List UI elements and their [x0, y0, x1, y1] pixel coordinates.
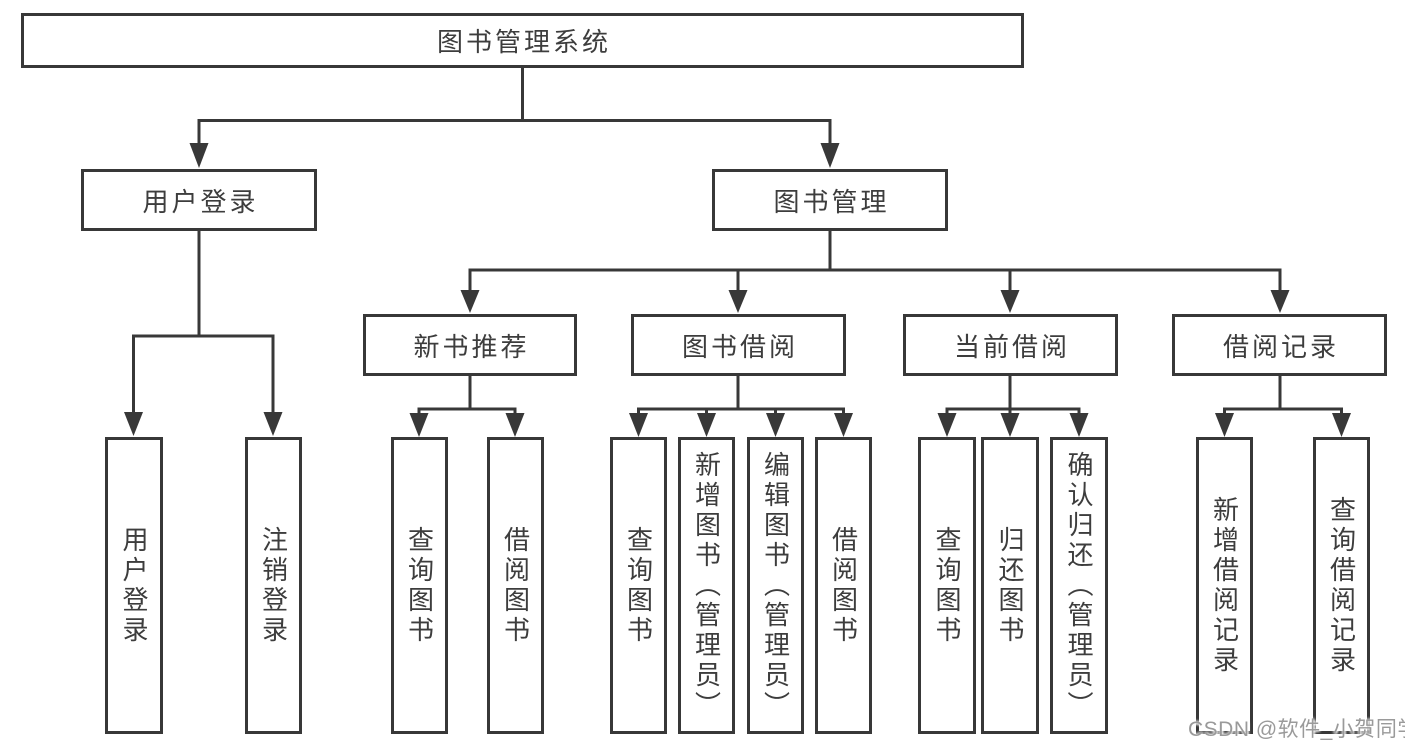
leaf-confirm-return-admin: 确认归还（管理员） — [1050, 437, 1108, 734]
node-book-management-label: 图书管理 — [773, 186, 890, 217]
edges-user-login-to-leaves — [124, 231, 283, 436]
leaf-query-books-current: 查询图书 — [918, 437, 976, 734]
node-borrow-records-label: 借阅记录 — [1222, 331, 1339, 362]
leaf-borrow-books: 借阅图书 — [815, 437, 872, 734]
edges-book-borrow-to-leaves — [629, 375, 853, 437]
node-book-borrow: 图书借阅 — [631, 314, 846, 376]
node-root: 图书管理系统 — [21, 13, 1024, 68]
leaf-query-books-recommend: 查询图书 — [391, 437, 448, 734]
edges-new-book-recommend-to-leaves — [409, 375, 525, 437]
edges-borrow-records-to-leaves — [1215, 375, 1351, 437]
node-user-login-label: 用户登录 — [142, 186, 259, 217]
node-current-borrow-label: 当前借阅 — [953, 331, 1070, 362]
leaf-query-borrow-record: 查询借阅记录 — [1313, 437, 1370, 734]
leaf-add-book-admin: 新增图书（管理员） — [678, 437, 735, 734]
node-book-borrow-label: 图书借阅 — [681, 331, 798, 362]
node-new-book-recommend: 新书推荐 — [363, 314, 577, 376]
leaf-logout: 注销登录 — [245, 437, 302, 734]
node-current-borrow: 当前借阅 — [903, 314, 1118, 376]
edges-book-management-to-level3 — [460, 231, 1290, 313]
leaf-user-login: 用户登录 — [105, 437, 163, 734]
leaf-edit-book-admin: 编辑图书（管理员） — [747, 437, 804, 734]
node-book-management: 图书管理 — [712, 169, 948, 231]
edges-current-borrow-to-leaves — [937, 375, 1089, 437]
node-new-book-recommend-label: 新书推荐 — [413, 331, 530, 362]
leaf-add-borrow-record: 新增借阅记录 — [1196, 437, 1253, 734]
edges-root-to-level2 — [189, 68, 840, 168]
node-user-login: 用户登录 — [81, 169, 317, 231]
node-root-label: 图书管理系统 — [436, 27, 611, 57]
leaf-borrow-books-recommend: 借阅图书 — [487, 437, 544, 734]
leaf-return-book: 归还图书 — [981, 437, 1039, 734]
leaf-query-books-borrow: 查询图书 — [610, 437, 667, 734]
watermark: CSDN @软件_小贺同学 — [1188, 718, 1405, 741]
node-borrow-records: 借阅记录 — [1172, 314, 1387, 376]
